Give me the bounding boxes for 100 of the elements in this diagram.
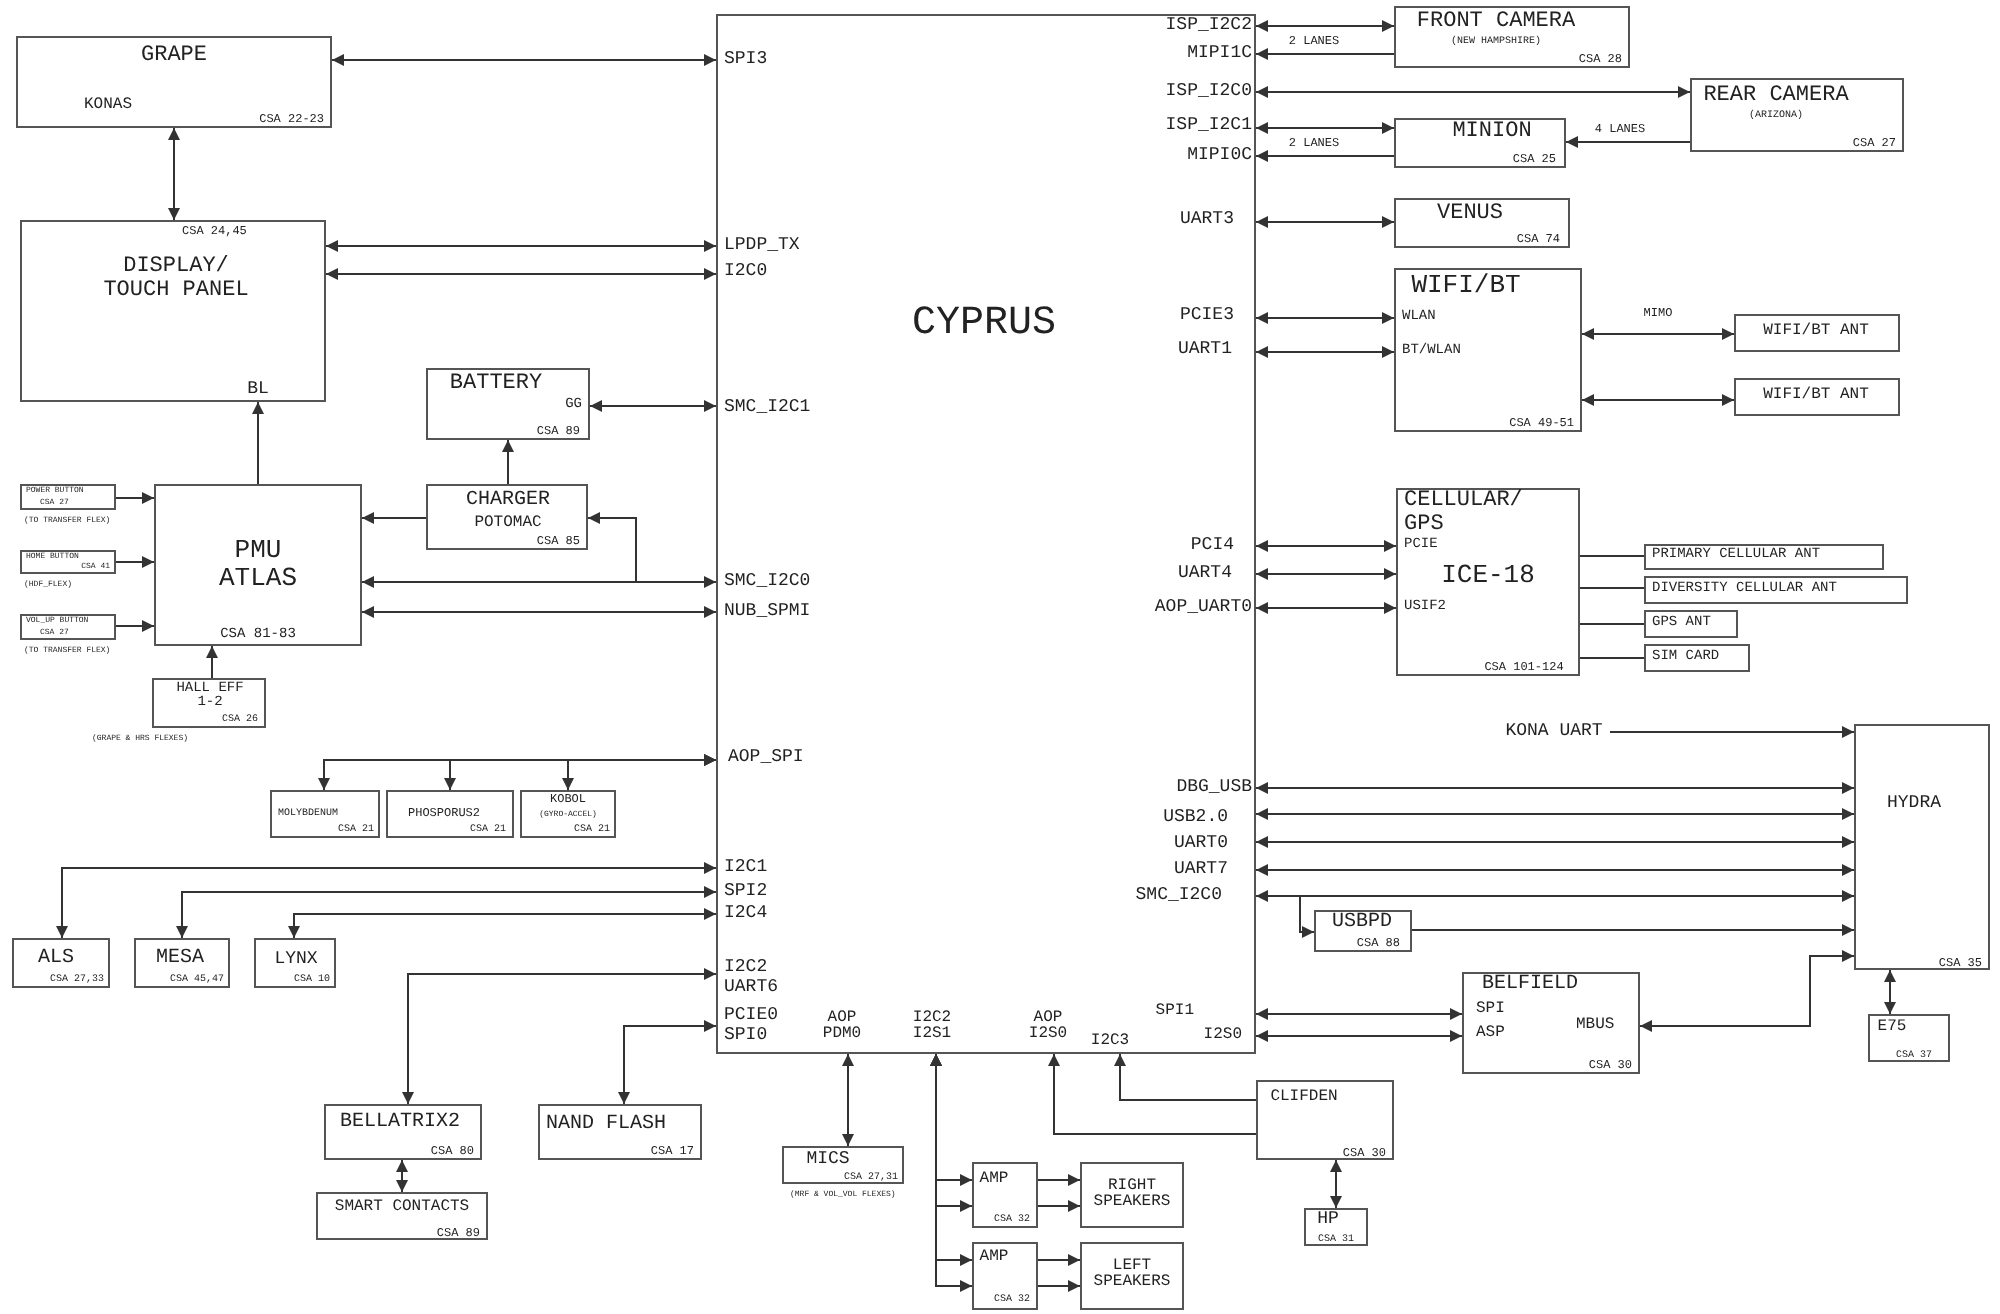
arrow <box>361 512 427 524</box>
block-box <box>20 614 116 640</box>
block-box <box>1644 610 1738 638</box>
arrow <box>206 645 218 679</box>
block-label: BL <box>247 380 269 400</box>
pin-label: UART6 <box>724 978 779 998</box>
arrow <box>1255 864 1855 876</box>
block-label: KONAS <box>84 97 133 115</box>
block-label: FRONT CAMERA <box>1416 12 1576 35</box>
block-label: DISPLAY/ TOUCH PANEL <box>101 256 251 304</box>
block-box <box>1734 378 1900 416</box>
arrow <box>288 908 717 939</box>
pin-label: PCIE0 <box>724 1006 779 1026</box>
arrow <box>1411 924 1855 936</box>
block-label: CHARGER <box>466 491 550 513</box>
block-box <box>16 36 332 128</box>
arrow <box>589 400 717 412</box>
block-label: CELLULAR/ GPS <box>1404 490 1525 537</box>
pin-label: UART1 <box>1177 340 1232 360</box>
pin-label: MIPI0C <box>1187 146 1252 166</box>
block-box <box>12 938 110 988</box>
arrow <box>325 240 717 252</box>
pin-label: UART4 <box>1177 564 1232 584</box>
connector-line <box>1579 657 1645 659</box>
block-label: SPI <box>1476 1001 1505 1019</box>
arrow <box>1255 808 1855 820</box>
pin-label: USB2.0 <box>1163 808 1228 828</box>
arrow <box>1255 216 1395 228</box>
arrow <box>325 268 717 280</box>
arrow <box>1255 48 1395 60</box>
arrow <box>618 1020 717 1105</box>
pin-label: ISP_I2C0 <box>1165 82 1252 102</box>
block-box <box>270 790 380 838</box>
pin-label: I2C1 <box>724 858 768 878</box>
arrow <box>361 606 717 618</box>
block-label: E75 <box>1877 1019 1907 1037</box>
block-box <box>1394 198 1570 248</box>
arrow <box>1581 328 1735 340</box>
arrow <box>842 1053 854 1147</box>
arrow <box>1114 1053 1257 1101</box>
block-box <box>134 938 230 988</box>
arrow <box>1255 20 1395 32</box>
arrow <box>252 401 264 485</box>
block-box <box>426 368 590 440</box>
block-label: CLIFDEN <box>1270 1089 1338 1107</box>
pin-label: ISP_I2C1 <box>1165 116 1252 136</box>
arrow <box>1255 540 1397 552</box>
arrow <box>1609 726 1855 738</box>
block-box <box>152 678 266 728</box>
arrow <box>1037 1254 1081 1266</box>
arrow <box>1255 602 1397 614</box>
pin-label: I2C4 <box>724 904 768 924</box>
block-box <box>1394 268 1582 432</box>
arrow <box>1255 150 1395 162</box>
block-box <box>1462 972 1640 1074</box>
block-label: HP <box>1317 1210 1339 1230</box>
arrow <box>1255 568 1397 580</box>
arrow <box>502 439 514 485</box>
arrow <box>115 492 155 504</box>
block-box <box>1080 1242 1184 1310</box>
arrow <box>1639 950 1855 1032</box>
pin-label: UART0 <box>1173 834 1228 854</box>
pin-label: AOP I2S0 <box>1026 1011 1070 1045</box>
block-label: BELFIELD <box>1482 975 1579 997</box>
block-label: RIGHT SPEAKERS <box>1091 1179 1173 1213</box>
processor-box <box>716 14 1256 1054</box>
arrow <box>168 127 180 221</box>
block-box <box>20 484 116 510</box>
arrow <box>115 556 155 568</box>
connector-line <box>1579 623 1645 625</box>
pin-label: I2S0 <box>1203 1027 1242 1045</box>
block-label: MBUS <box>1576 1017 1615 1035</box>
pin-label: LPDP_TX <box>724 236 800 256</box>
block-box <box>1644 644 1750 672</box>
pin-label: UART3 <box>1179 210 1234 230</box>
block-box <box>1644 544 1884 570</box>
block-box <box>324 1104 482 1160</box>
block-label: MINION <box>1452 122 1532 146</box>
arrow <box>1255 836 1855 848</box>
arrow <box>115 620 155 632</box>
block-label: USBPD <box>1332 913 1392 935</box>
block-label: ALS <box>38 949 74 971</box>
block-box <box>1256 1080 1394 1160</box>
block-label: LEFT SPEAKERS <box>1091 1259 1173 1293</box>
pin-label: SPI3 <box>724 50 768 70</box>
block-label: MESA <box>156 949 204 971</box>
pin-label: SMC_I2C1 <box>724 398 811 418</box>
block-box <box>1734 314 1900 352</box>
block-box <box>520 790 616 838</box>
pin-label: I2C0 <box>724 262 768 282</box>
block-label: MICS <box>806 1150 850 1170</box>
arrow <box>402 968 717 1105</box>
block-box <box>1394 6 1630 68</box>
block-box <box>154 484 362 646</box>
block-box <box>1396 488 1580 676</box>
pin-label: ISP_I2C2 <box>1165 16 1252 36</box>
pin-label: I2C3 <box>1090 1033 1130 1051</box>
connector-line <box>1579 587 1645 589</box>
block-box <box>20 220 326 402</box>
block-box <box>972 1242 1038 1310</box>
